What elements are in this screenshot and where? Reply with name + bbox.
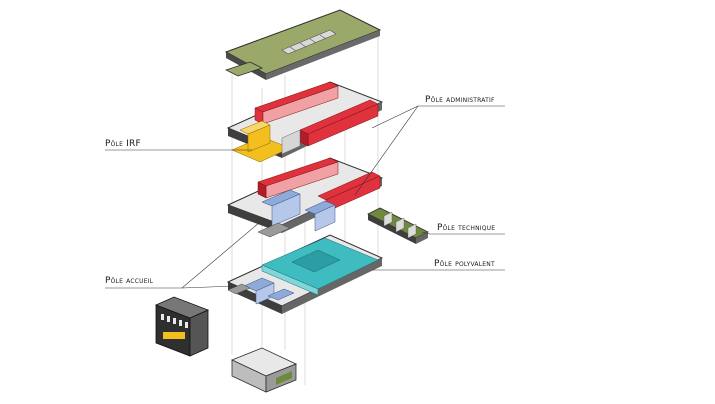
polyvalent-hall (261, 237, 379, 296)
leader-lines (105, 105, 505, 289)
second-floor (226, 81, 384, 163)
admin-rooms-upper (254, 81, 379, 147)
roof-level (224, 9, 382, 80)
ramp (257, 222, 291, 238)
label-pole-accueil: Pôle accueil (105, 276, 154, 286)
admin-rooms-lower (257, 157, 381, 213)
accueil-rooms-ground (243, 277, 295, 305)
accueil-rooms-upper (261, 189, 336, 232)
label-pole-polyvalent: Pôle polyvalent (434, 259, 495, 269)
basement-icon (230, 347, 298, 393)
ground-floor (226, 234, 384, 314)
label-pole-technique: Pôle technique (437, 223, 496, 233)
irf-room-walls (281, 129, 301, 155)
label-pole-administratif: Pôle administratif (425, 95, 495, 105)
label-pole-irf: Pôle IRF (105, 139, 141, 149)
facade-icon (154, 296, 210, 357)
irf-rooms (231, 120, 291, 163)
skylight-icon (281, 29, 337, 55)
technique-annex (367, 207, 429, 244)
entrance-canopy (227, 283, 251, 295)
